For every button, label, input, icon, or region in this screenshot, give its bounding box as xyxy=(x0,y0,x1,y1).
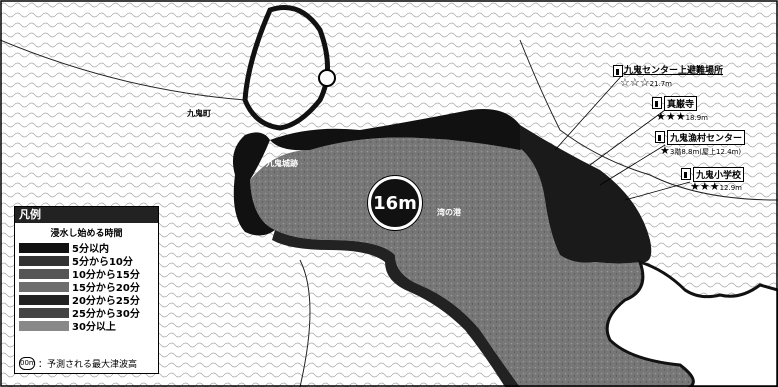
legend-row: 30分以上 xyxy=(19,319,158,333)
shelter-rating-2: ★★★18.9m xyxy=(656,110,708,123)
shelter-icon xyxy=(652,97,662,109)
place-label-west: 九鬼町 xyxy=(187,109,211,118)
legend-row: 5分から10分 xyxy=(19,254,158,268)
coastline-south xyxy=(272,230,520,387)
legend-row-label: 30分以上 xyxy=(72,322,116,333)
legend-swatch xyxy=(19,320,69,331)
legend-row: 10分から15分 xyxy=(19,267,158,281)
legend-footnote-text: ：予測される最大津波高 xyxy=(38,360,138,370)
shelter-icon xyxy=(613,65,623,77)
legend-swatch xyxy=(19,242,69,253)
road xyxy=(299,259,311,387)
place-label-shrine: 九鬼城跡 xyxy=(266,159,298,168)
legend-row-label: 5分から10分 xyxy=(72,257,133,268)
coastline-east xyxy=(520,125,652,264)
legend-swatch xyxy=(19,268,69,279)
bay-water xyxy=(250,137,694,387)
legend-row: 15分から20分 xyxy=(19,280,158,294)
legend-row: 5分以内 xyxy=(19,241,158,255)
height-marker-icon: 00m xyxy=(19,357,36,370)
shelter-icon xyxy=(655,131,665,143)
legend-row-label: 15分から20分 xyxy=(72,283,140,294)
legend-footnote: 00m ：予測される最大津波高 xyxy=(19,357,137,370)
road xyxy=(0,39,246,101)
legend: 凡例 浸水し始める時間 5分以内 5分から10分 10分から15分 15分から20分 2… xyxy=(14,206,159,374)
legend-row: 20分から25分 xyxy=(19,293,158,307)
west-peninsula xyxy=(242,5,330,131)
shelter-rating-3: ★3階8.8m(屋上12.4m) xyxy=(660,144,742,157)
legend-swatch xyxy=(19,294,69,305)
legend-swatch xyxy=(19,307,69,318)
max-tsunami-height-badge: 16m xyxy=(368,176,422,230)
legend-title: 凡例 xyxy=(15,207,158,223)
shelter-name-4: 九鬼小学校 xyxy=(693,167,745,182)
shelter-rating-4: ★★★12.9m xyxy=(690,180,742,193)
shelter-name-3: 九鬼漁村センター xyxy=(667,130,746,145)
coastline-north xyxy=(270,109,525,151)
legend-subtitle: 浸水し始める時間 xyxy=(50,229,123,239)
legend-swatch xyxy=(19,255,69,266)
legend-rows: 5分以内 5分から10分 10分から15分 15分から20分 20分から25分 25分から… xyxy=(15,241,158,333)
peninsula-east xyxy=(605,259,778,387)
shelter-name-1: 九鬼センター上避難場所 xyxy=(624,66,724,76)
legend-row: 25分から30分 xyxy=(19,306,158,320)
legend-row-label: 10分から15分 xyxy=(72,270,140,281)
legend-row-label: 25分から30分 xyxy=(72,309,140,320)
legend-swatch xyxy=(19,281,69,292)
road xyxy=(519,39,778,201)
place-label-bay: 湾の港 xyxy=(437,208,461,217)
shelter-icon xyxy=(681,168,691,180)
shelter-marker-west xyxy=(318,69,336,87)
shelter-rating-1: ☆☆☆21.7m xyxy=(620,76,672,89)
legend-row-label: 20分から25分 xyxy=(72,296,140,307)
coastline-west xyxy=(232,132,275,236)
legend-row-label: 5分以内 xyxy=(72,244,109,255)
shelter-name-2: 真巌寺 xyxy=(664,96,698,111)
